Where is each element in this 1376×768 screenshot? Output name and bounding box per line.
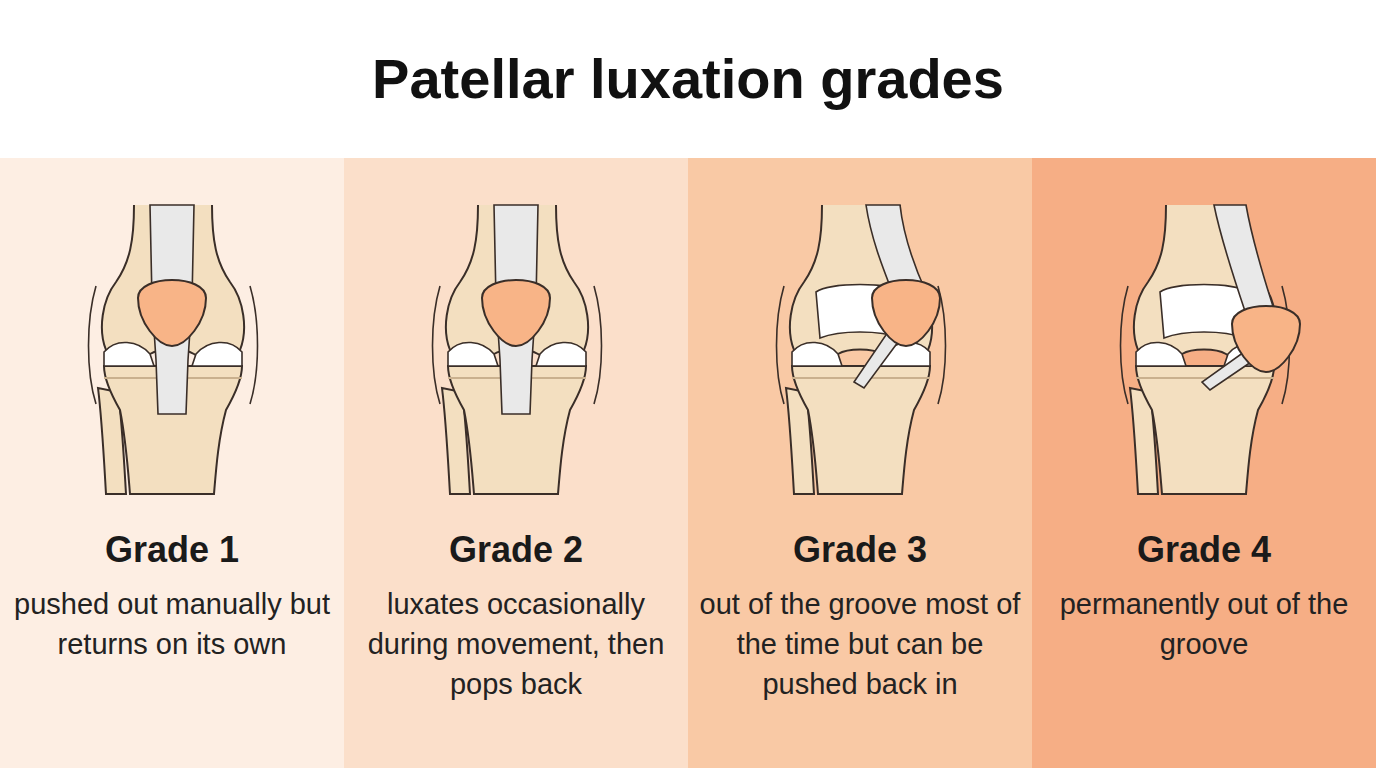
grade-heading: Grade 3 <box>698 528 1022 572</box>
panel-text-group: Grade 4 permanently out of the groove <box>1042 528 1366 664</box>
patella <box>138 280 206 346</box>
knee-grade-one <box>89 205 258 494</box>
grade-heading: Grade 4 <box>1042 528 1366 572</box>
knee-grade-four <box>1121 205 1301 494</box>
knee-grade-three <box>777 205 946 494</box>
knee-grade-two <box>433 205 602 494</box>
panel-text-group: Grade 1 pushed out manually but returns o… <box>10 528 334 664</box>
diagram-title: Patellar luxation grades <box>372 46 1004 112</box>
patella <box>872 280 940 346</box>
grade-description: luxates occasionally during movement, th… <box>354 584 678 704</box>
knee-base <box>433 205 602 494</box>
panel-text-group: Grade 2 luxates occasionally during movem… <box>354 528 678 704</box>
grade-heading: Grade 1 <box>10 528 334 572</box>
knee-base <box>777 205 946 494</box>
grade-description: permanently out of the groove <box>1042 584 1366 664</box>
grade-description: out of the groove most of the time but c… <box>698 584 1022 704</box>
panel-text-group: Grade 3 out of the groove most of the tim… <box>698 528 1022 704</box>
grade-heading: Grade 2 <box>354 528 678 572</box>
patella <box>482 280 550 346</box>
grade-description: pushed out manually but returns on its o… <box>10 584 334 664</box>
title-band: Patellar luxation grades <box>0 0 1376 158</box>
knee-base <box>89 205 258 494</box>
patella <box>1232 306 1300 372</box>
